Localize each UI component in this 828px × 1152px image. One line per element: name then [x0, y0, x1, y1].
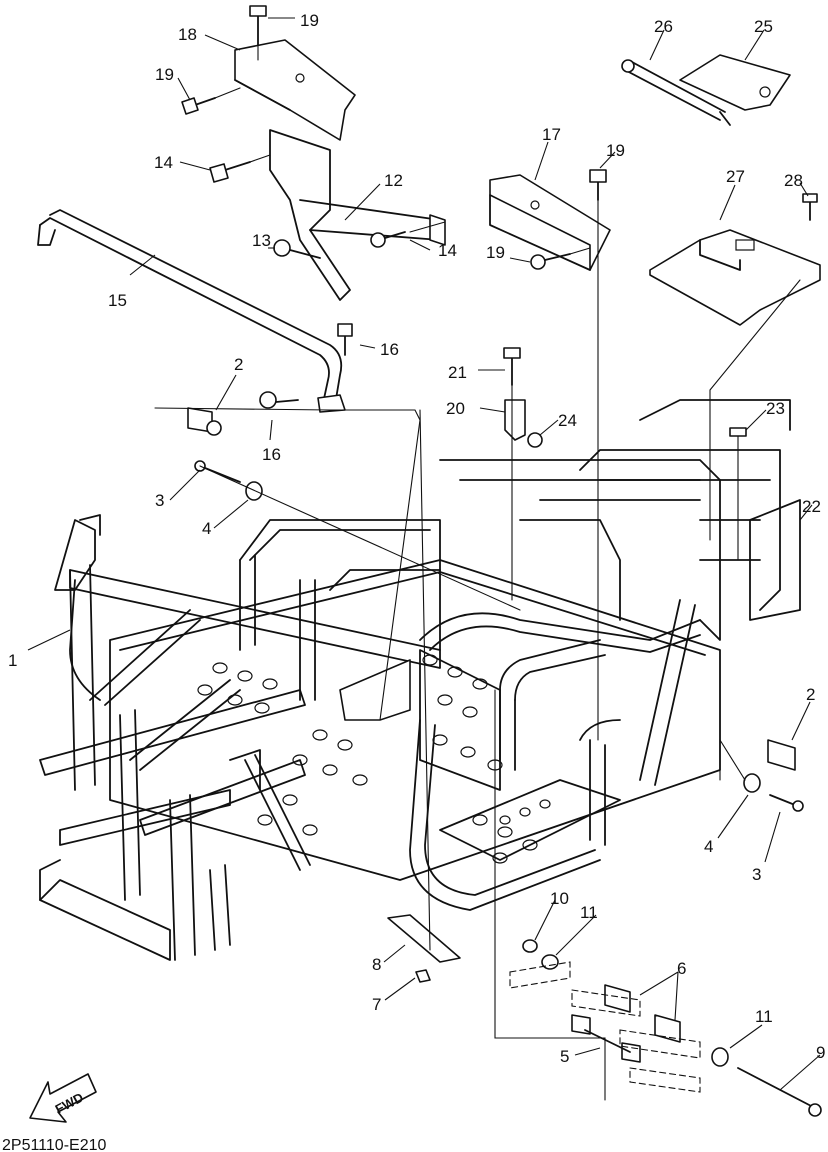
- callout-24: 24: [558, 411, 577, 430]
- callout-16: 16: [380, 340, 399, 359]
- callout-19: 19: [606, 141, 625, 160]
- upper-parts: [37, 39, 821, 448]
- bracket-17: [489, 174, 611, 271]
- callout-9: 9: [816, 1043, 825, 1062]
- callout-7: 7: [372, 995, 381, 1014]
- callout-labels: 1 2 2 3 3 4 4 5 6 7 8 9 10 11 11 12 13 1…: [8, 11, 825, 1066]
- leader-lines: [27, 17, 821, 1091]
- rail-15: [49, 209, 343, 406]
- callout-11: 11: [755, 1007, 773, 1026]
- callout-19: 19: [486, 243, 505, 262]
- callout-17: 17: [542, 125, 561, 144]
- callout-18: 18: [178, 25, 197, 44]
- callout-14: 14: [154, 153, 173, 172]
- callout-5: 5: [560, 1047, 569, 1066]
- callout-28: 28: [784, 171, 803, 190]
- callout-20: 20: [446, 399, 465, 418]
- callout-4: 4: [704, 837, 713, 856]
- callout-14: 14: [438, 241, 457, 260]
- callout-3: 3: [155, 491, 164, 510]
- pouch-25: [679, 54, 791, 111]
- callout-2: 2: [234, 355, 243, 374]
- callout-22: 22: [802, 497, 821, 516]
- fasteners: [181, 5, 822, 1117]
- stay-12: [269, 129, 351, 301]
- callout-26: 26: [654, 17, 673, 36]
- callout-16: 16: [262, 445, 281, 464]
- tool-26: [624, 61, 726, 121]
- callout-19: 19: [300, 11, 319, 30]
- diagram-code: 2P51110-E210: [2, 1137, 106, 1152]
- callout-10: 10: [550, 889, 569, 908]
- callout-15: 15: [108, 291, 127, 310]
- bracket-20: [504, 399, 526, 441]
- main-frame: [39, 399, 801, 961]
- assembly-lines: [154, 44, 801, 1101]
- callout-13: 13: [252, 231, 271, 250]
- callout-2: 2: [806, 685, 815, 704]
- plate-27: [649, 229, 821, 326]
- fwd-arrow-icon: FWD: [29, 1073, 97, 1123]
- callout-11: 11: [580, 903, 598, 922]
- callout-8: 8: [372, 955, 381, 974]
- callout-1: 1: [8, 651, 17, 670]
- callout-12: 12: [384, 171, 403, 190]
- callout-4: 4: [202, 519, 211, 538]
- callout-23: 23: [766, 399, 785, 418]
- callout-6: 6: [677, 959, 686, 978]
- callout-25: 25: [754, 17, 773, 36]
- callout-21: 21: [448, 363, 467, 382]
- callout-27: 27: [726, 167, 745, 186]
- callout-3: 3: [752, 865, 761, 884]
- callout-19: 19: [155, 65, 174, 84]
